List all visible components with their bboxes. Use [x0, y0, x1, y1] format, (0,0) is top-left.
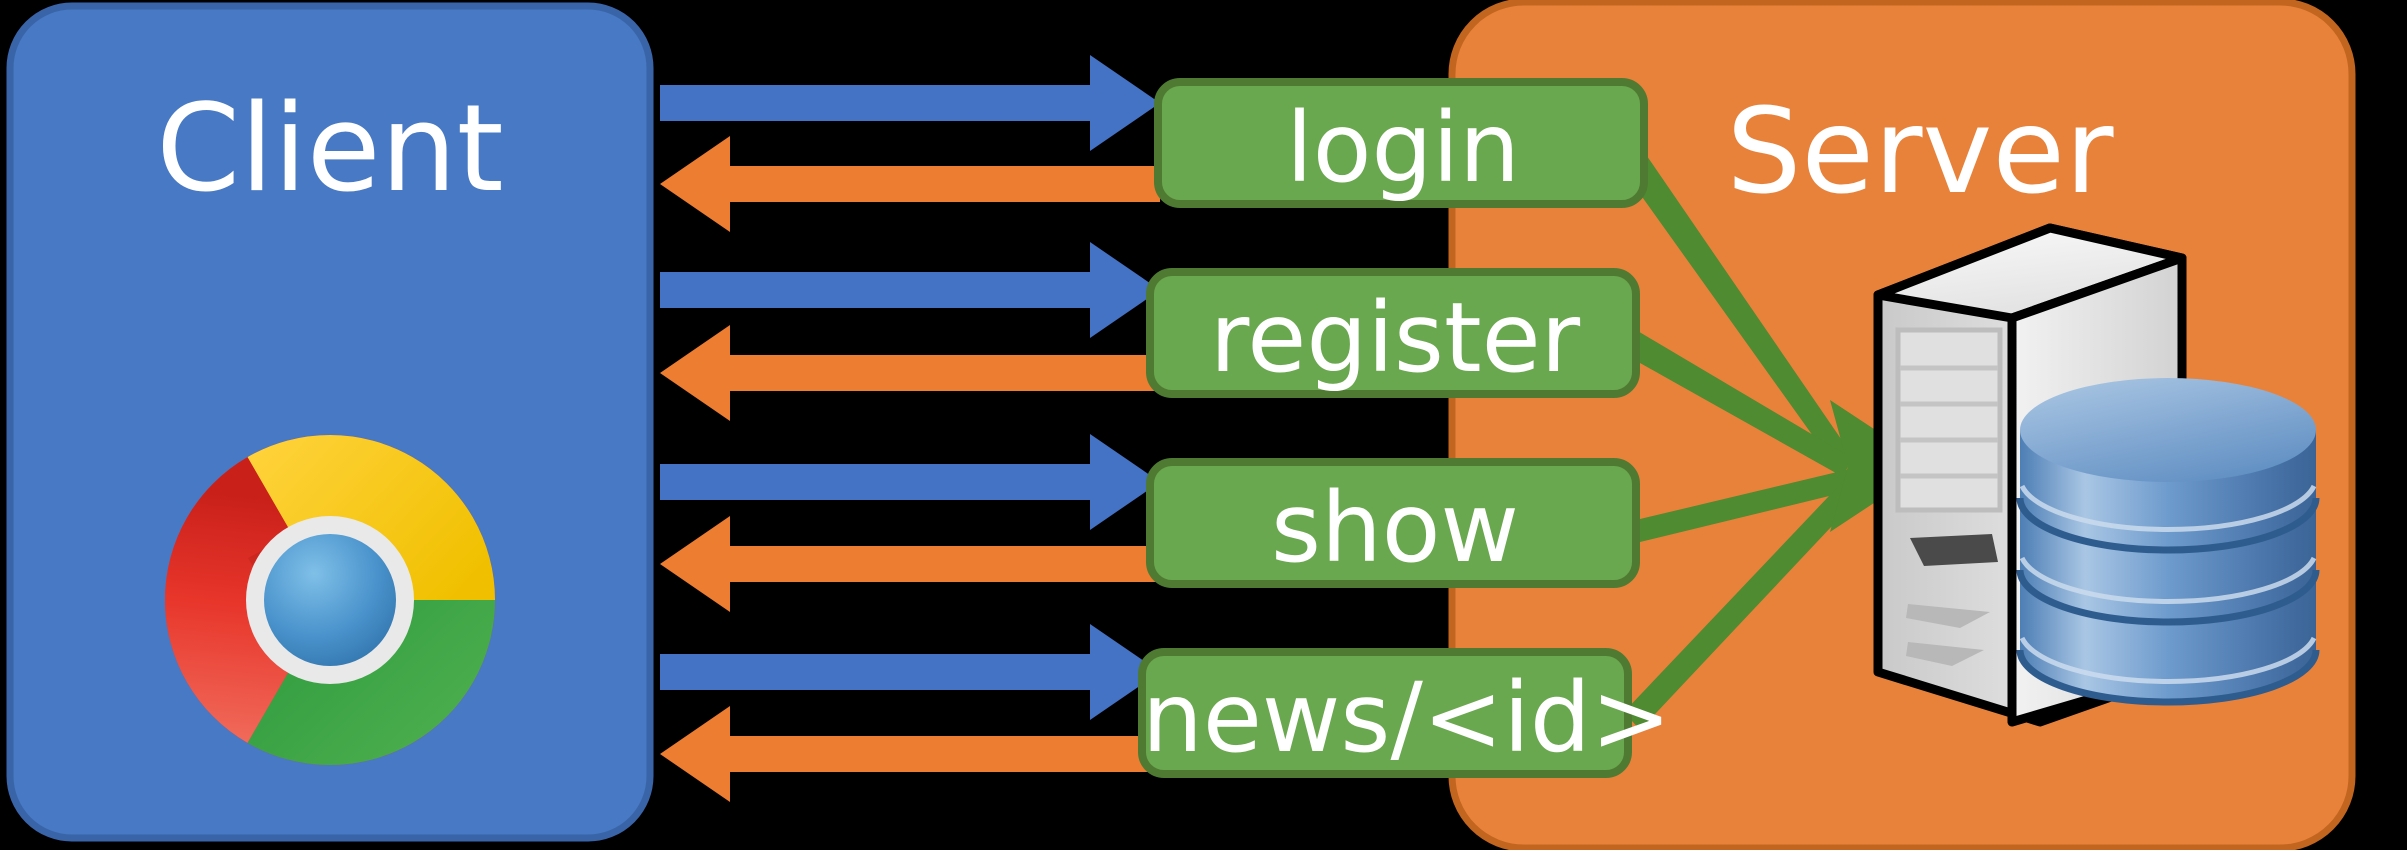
- request-arrow-show: [660, 434, 1160, 530]
- response-arrow-show: [660, 516, 1160, 612]
- request-arrow-login: [660, 55, 1160, 151]
- route-box-show[interactable]: [1146, 458, 1640, 588]
- response-arrow-register: [660, 325, 1160, 421]
- route-label-show: show: [1270, 472, 1520, 584]
- route-box-news[interactable]: [1138, 648, 1632, 778]
- route-box-login[interactable]: [1154, 78, 1648, 208]
- request-arrow-news: [660, 624, 1160, 720]
- route-boxes[interactable]: [1138, 78, 1648, 778]
- route-label-login: login: [1286, 92, 1520, 204]
- route-box-register[interactable]: [1146, 268, 1640, 398]
- response-arrow-news: [660, 706, 1160, 802]
- link-line-login: [1620, 140, 1852, 471]
- response-arrow-login: [660, 136, 1160, 232]
- link-line-show: [1636, 468, 1858, 542]
- request-arrows: [660, 55, 1160, 720]
- link-line-register: [1624, 330, 1852, 477]
- database-cylinder-icon: [2016, 378, 2320, 706]
- response-arrows: [660, 136, 1160, 802]
- link-line-news: [1624, 476, 1864, 730]
- route-label-register: register: [1209, 282, 1581, 394]
- request-arrow-register: [660, 242, 1160, 338]
- chrome-browser-icon: [165, 435, 496, 765]
- route-to-server-links: [1620, 140, 1930, 730]
- route-label-news: news/<id>: [1142, 662, 1672, 774]
